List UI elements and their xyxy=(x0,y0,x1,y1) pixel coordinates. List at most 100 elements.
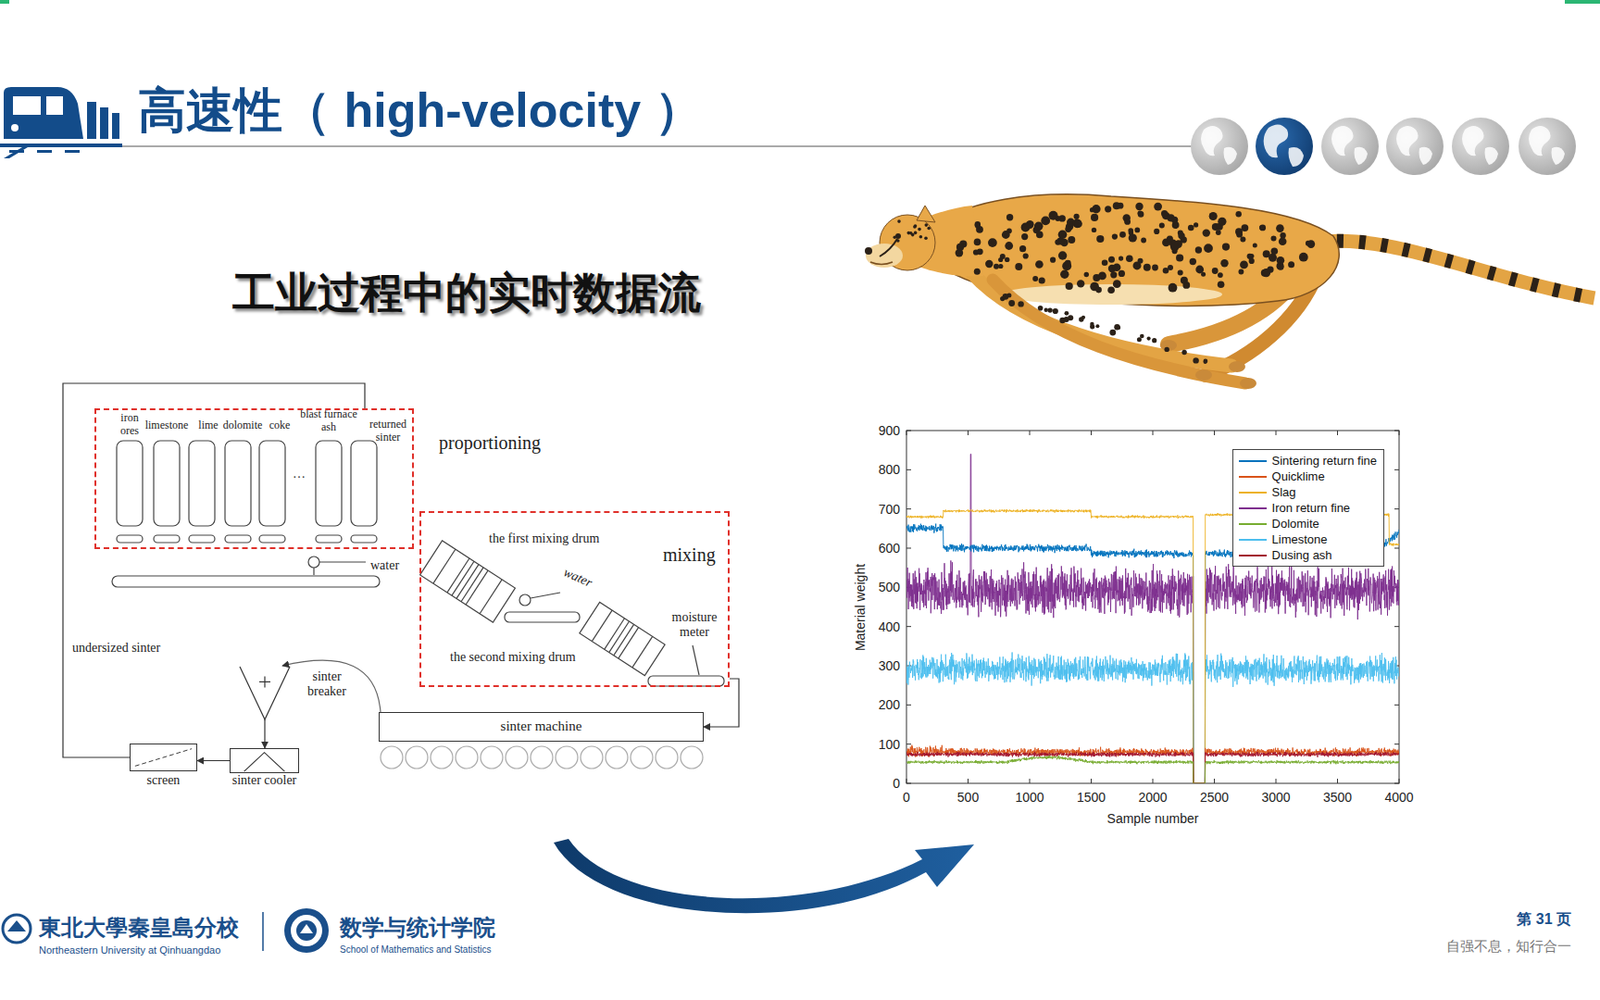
spot xyxy=(1299,252,1309,263)
cheetah-illustration-part xyxy=(865,243,903,268)
legend-entry: Quicklime xyxy=(1238,468,1377,485)
spot xyxy=(1095,287,1102,294)
spot xyxy=(1189,258,1197,265)
tick-label: 600 xyxy=(878,540,900,556)
spot xyxy=(1209,212,1218,221)
spot xyxy=(1089,324,1095,329)
process-equipment-part-part xyxy=(505,746,528,769)
process-equipment-part-part xyxy=(451,561,475,596)
globe-icons xyxy=(1190,117,1576,175)
subtitle: 工业过程中的实时数据流 xyxy=(232,268,701,318)
spot xyxy=(1004,257,1010,263)
institution-name: School of Mathematics and Statistics xyxy=(339,944,491,956)
process-equipment-part xyxy=(420,540,516,623)
globe-icons-part-part xyxy=(1419,147,1434,165)
train-icon-part xyxy=(100,107,109,139)
cheetah-illustration xyxy=(864,194,1595,389)
spot xyxy=(1001,230,1011,239)
process-equipment-part-part xyxy=(632,636,653,668)
tick xyxy=(1275,430,1277,436)
spot xyxy=(1192,357,1199,363)
spot xyxy=(917,227,922,232)
spot xyxy=(1118,270,1125,277)
spot xyxy=(893,235,898,239)
spot xyxy=(1217,281,1225,289)
tick xyxy=(967,430,969,436)
spot xyxy=(1259,225,1265,231)
globe-icons-part-part xyxy=(1288,147,1305,167)
legend-text: Limestone xyxy=(1272,532,1328,547)
tick xyxy=(1029,430,1031,436)
tick xyxy=(1152,778,1154,784)
spot xyxy=(1167,264,1174,271)
spot xyxy=(1170,242,1180,252)
process-equipment-part xyxy=(380,746,703,769)
cheetah-illustration-part xyxy=(1239,377,1257,389)
globe-icons-part-part xyxy=(1200,125,1224,156)
globe-icons-part-part xyxy=(1331,125,1354,156)
tick-label: 800 xyxy=(878,462,900,477)
spot xyxy=(1050,257,1056,263)
globe-icons-part-part xyxy=(1462,125,1485,156)
spot xyxy=(1266,266,1274,274)
spot xyxy=(1239,261,1249,270)
process-equipment-part-part xyxy=(530,746,553,769)
spot xyxy=(1072,218,1082,228)
legend-swatch xyxy=(1238,460,1267,463)
spot xyxy=(987,237,998,248)
process-equipment-part xyxy=(519,594,531,606)
process-equipment-part-part xyxy=(555,746,578,769)
chart-frame xyxy=(906,430,1400,784)
spot xyxy=(1175,253,1184,262)
chart-frame-part xyxy=(906,430,1400,784)
spot xyxy=(924,236,928,240)
legend-text: Dusing ash xyxy=(1272,548,1333,563)
spot xyxy=(1147,337,1151,341)
spot xyxy=(1119,231,1126,238)
spot xyxy=(1134,227,1140,234)
tick-label: 0 xyxy=(892,775,900,791)
screen-mesh xyxy=(135,749,192,767)
spot xyxy=(1124,218,1131,225)
legend-swatch xyxy=(1238,554,1267,557)
legend-entry: Limestone xyxy=(1238,531,1377,548)
spot xyxy=(1181,350,1187,355)
tick xyxy=(906,625,912,627)
spot xyxy=(1076,279,1085,288)
university-logos-part xyxy=(7,920,26,932)
spot xyxy=(1259,225,1266,232)
tick xyxy=(906,508,912,510)
proportioning-bins-part xyxy=(225,440,251,526)
axis-ticks xyxy=(906,430,1400,784)
tick xyxy=(1029,778,1031,784)
spot xyxy=(1090,213,1099,222)
tick-label: 2000 xyxy=(1137,789,1167,805)
spot xyxy=(919,235,924,239)
tick xyxy=(1399,778,1400,784)
tick xyxy=(1394,430,1400,432)
spot xyxy=(1098,272,1107,281)
spot xyxy=(998,257,1003,263)
proportioning-bins xyxy=(116,440,377,543)
process-equipment-part-part xyxy=(420,540,516,623)
corner-accent-part xyxy=(1564,0,1600,4)
spot xyxy=(1074,213,1080,220)
spot xyxy=(1252,243,1258,249)
spot xyxy=(1021,233,1028,240)
spot xyxy=(1171,216,1178,224)
spot xyxy=(1307,239,1316,249)
spot xyxy=(1137,211,1145,218)
spot xyxy=(1247,253,1253,260)
bin-label: blast furnace ash xyxy=(299,408,359,435)
spot xyxy=(1017,300,1024,307)
data-line xyxy=(906,751,1400,784)
spot xyxy=(1187,225,1195,232)
train-icon xyxy=(0,87,123,159)
process-equipment-part xyxy=(530,592,561,599)
spot xyxy=(1035,260,1044,269)
funnel-outline xyxy=(239,666,290,720)
process-equipment-part-part xyxy=(380,746,403,769)
spot xyxy=(1153,202,1163,212)
tick-label: 700 xyxy=(878,501,900,517)
tick xyxy=(1399,430,1400,436)
